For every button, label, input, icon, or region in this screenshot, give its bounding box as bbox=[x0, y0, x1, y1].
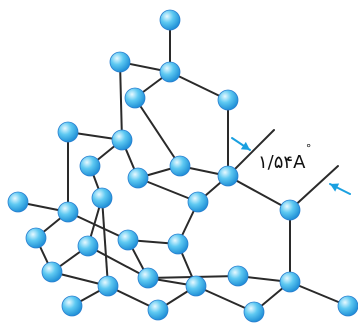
atom-25 bbox=[97, 275, 119, 297]
bond-14 bbox=[227, 175, 291, 211]
atoms-group bbox=[7, 9, 358, 323]
atom-5 bbox=[217, 89, 239, 111]
atom-27 bbox=[61, 295, 83, 317]
atom-4 bbox=[124, 87, 146, 109]
guide-line-2 bbox=[289, 165, 339, 211]
bond-16 bbox=[137, 177, 199, 203]
bond-5 bbox=[119, 61, 123, 141]
atom-18 bbox=[117, 229, 139, 251]
guide-line-1 bbox=[227, 129, 275, 177]
bond-20 bbox=[67, 211, 129, 241]
atom-11 bbox=[217, 165, 239, 187]
atom-19 bbox=[167, 233, 189, 255]
arrow-icon bbox=[329, 183, 351, 195]
atom-16 bbox=[57, 201, 79, 223]
atom-8 bbox=[169, 155, 191, 177]
atom-15 bbox=[279, 199, 301, 221]
atom-10 bbox=[127, 167, 149, 189]
atom-17 bbox=[25, 227, 47, 249]
guides-group bbox=[227, 129, 351, 211]
atom-26 bbox=[185, 275, 207, 297]
bond-4 bbox=[169, 71, 229, 101]
atom-14 bbox=[187, 191, 209, 213]
atom-9 bbox=[79, 155, 101, 177]
atom-30 bbox=[337, 295, 358, 317]
atom-3 bbox=[159, 61, 181, 83]
atom-2 bbox=[109, 51, 131, 73]
atom-1 bbox=[159, 9, 181, 31]
atom-22 bbox=[137, 267, 159, 289]
bond-37 bbox=[289, 281, 349, 307]
atom-29 bbox=[243, 301, 265, 323]
bond-length-label: ۱/۵۴A° bbox=[258, 142, 312, 173]
bond-35 bbox=[195, 285, 255, 313]
bond-39 bbox=[101, 197, 109, 287]
atom-7 bbox=[111, 129, 133, 151]
atom-12 bbox=[7, 191, 29, 213]
bond-length-value: ۱/۵۴ bbox=[258, 152, 294, 173]
atom-24 bbox=[279, 271, 301, 293]
angstrom-ring: ° bbox=[305, 142, 312, 155]
bond-26 bbox=[87, 245, 149, 279]
atom-6 bbox=[57, 121, 79, 143]
atom-20 bbox=[77, 235, 99, 257]
bond-6 bbox=[134, 97, 181, 167]
atom-28 bbox=[147, 299, 169, 321]
atom-13 bbox=[91, 187, 113, 209]
atom-21 bbox=[41, 261, 63, 283]
bond-length-unit: A° bbox=[293, 142, 312, 173]
atom-23 bbox=[227, 265, 249, 287]
arrow-icon bbox=[231, 137, 251, 151]
